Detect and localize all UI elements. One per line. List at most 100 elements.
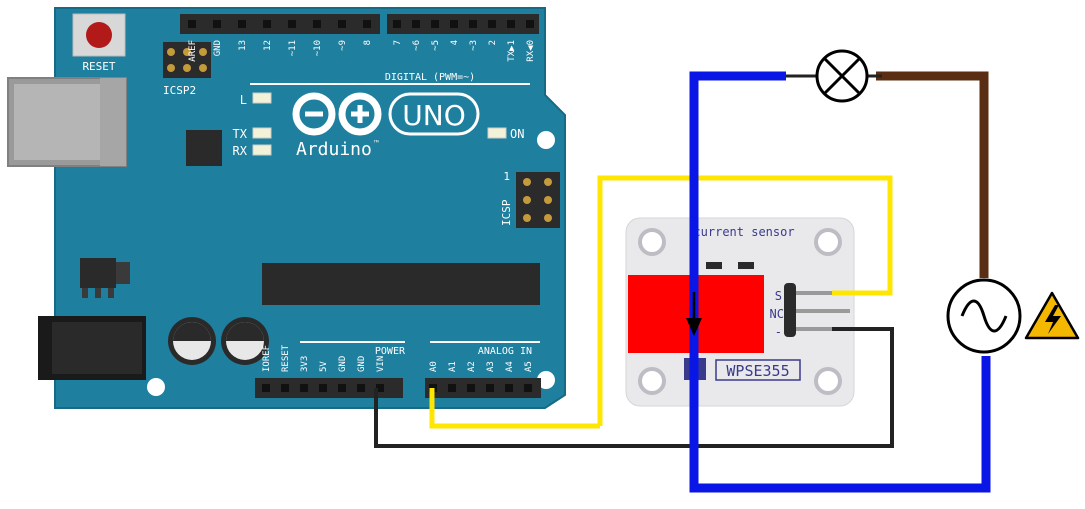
smd-component — [738, 262, 754, 269]
pin-label: GND — [357, 356, 367, 372]
led-rx-label: RX — [233, 144, 248, 158]
usb-controller-chip — [186, 130, 222, 166]
led-tx — [252, 127, 272, 139]
pin-label: 13 — [238, 40, 248, 51]
digital-pins-left — [188, 20, 371, 28]
sensor-title: current sensor — [693, 225, 794, 239]
pin-label: A2 — [467, 361, 477, 372]
pin-label: A3 — [486, 361, 496, 372]
digital-header-left — [180, 14, 380, 34]
pin-label: TX▶1 — [507, 40, 517, 62]
model-badge — [715, 359, 801, 381]
reset-label: RESET — [82, 60, 115, 73]
pin-label: GND — [213, 40, 223, 56]
pin-label: 12 — [263, 40, 273, 51]
pin-label: A1 — [448, 361, 458, 372]
pin-label: GND — [338, 356, 348, 372]
digital-pins-right — [393, 20, 534, 28]
header-pin-socket — [281, 384, 289, 392]
signal-wire-a0 — [429, 388, 600, 429]
header-pin-socket — [288, 20, 296, 28]
header-pin-socket — [300, 384, 308, 392]
pin-label: 4 — [450, 40, 460, 45]
header-pin-socket — [393, 20, 401, 28]
header-pin-socket — [524, 384, 532, 392]
header-pin-socket — [376, 384, 384, 392]
header-pin-socket — [238, 20, 246, 28]
icsp-header — [516, 172, 560, 228]
header-pin-socket — [262, 384, 270, 392]
signal-wire-a0 — [597, 175, 893, 426]
power-header — [255, 378, 403, 398]
uno-badge — [388, 92, 480, 136]
analog-pin-labels: A0 A1 A2 A3 A4 A5 — [429, 361, 534, 372]
trademark-label: ™ — [373, 139, 379, 148]
pin-label: ~9 — [338, 40, 348, 51]
led-on — [487, 127, 507, 139]
capacitor — [221, 317, 269, 365]
digital-header-right — [387, 14, 539, 34]
mounting-hole — [147, 378, 165, 396]
power-label: POWER — [375, 346, 406, 357]
voltage-regulator — [80, 258, 130, 298]
pin-label: RX◀0 — [526, 40, 536, 62]
mounting-hole — [638, 228, 666, 256]
header-pin-socket — [412, 20, 420, 28]
icsp2-header — [163, 42, 211, 78]
pin-label: A0 — [429, 361, 439, 372]
capacitor — [168, 317, 216, 365]
pin-label: ~11 — [288, 40, 298, 56]
led-l — [252, 92, 272, 104]
icsp2-label: ICSP2 — [163, 84, 196, 97]
pin-nc-label: NC — [770, 307, 784, 321]
digital-label: DIGITAL (PWM=~) — [385, 72, 475, 83]
mounting-hole — [814, 367, 842, 395]
icsp-pin1-label: 1 — [503, 170, 510, 183]
pin-label: ~5 — [431, 40, 441, 51]
pin-label: ~10 — [313, 40, 323, 56]
atmega328-chip — [262, 263, 540, 305]
header-pin-socket — [313, 20, 321, 28]
led-l-label: L — [240, 93, 247, 107]
current-sensor-module: current sensor WPSE355 S NC - — [625, 217, 855, 407]
usb-connector — [7, 77, 127, 167]
uno-label: UNO — [402, 99, 465, 132]
mounting-hole — [537, 131, 555, 149]
header-pin-socket — [469, 20, 477, 28]
header-pin-socket — [338, 20, 346, 28]
lamp-icon — [815, 49, 869, 103]
sensor-model: WPSE355 — [726, 362, 789, 380]
header-pin-socket — [526, 20, 534, 28]
pin-minus-label: - — [775, 325, 782, 339]
arduino-logo — [292, 92, 382, 136]
pin-label: RESET — [281, 344, 291, 372]
power-header-pins — [262, 384, 384, 392]
pin-s-label: S — [775, 289, 782, 303]
header-pin-socket — [263, 20, 271, 28]
header-pin-socket — [431, 20, 439, 28]
header-pin-socket — [188, 20, 196, 28]
pin-label: 2 — [488, 40, 498, 45]
smd-component — [706, 262, 722, 269]
analog-header — [425, 378, 541, 398]
pin-label: A5 — [524, 361, 534, 372]
header-pin-socket — [363, 20, 371, 28]
header-pin-socket — [338, 384, 346, 392]
pin-label: AREF — [188, 40, 198, 62]
ground-wire — [374, 327, 894, 448]
header-pin-socket — [213, 20, 221, 28]
led-rx — [252, 144, 272, 156]
pin-label: VIN — [376, 356, 386, 372]
mains-wire-brown — [876, 71, 989, 278]
arduino-label: Arduino — [296, 139, 372, 160]
header-pin-socket — [505, 384, 513, 392]
mains-wire-blue — [689, 71, 991, 493]
pin-label: A4 — [505, 361, 515, 372]
reset-button — [72, 13, 126, 57]
header-pin-socket — [488, 20, 496, 28]
